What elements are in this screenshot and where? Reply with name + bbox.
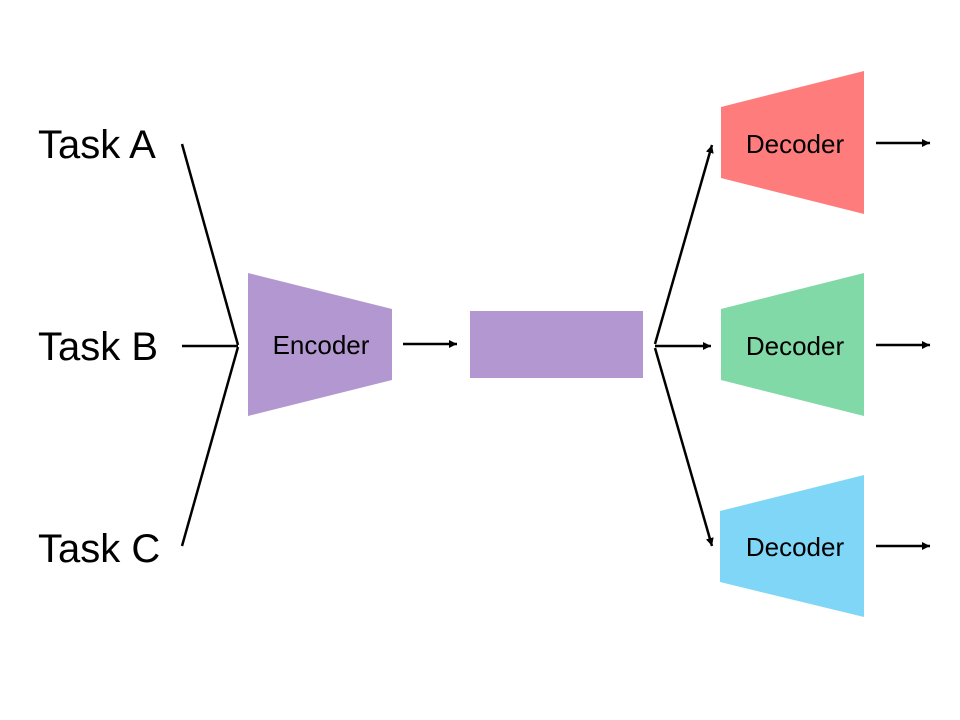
decoder-c-block [720,475,864,617]
decoder-b-block [721,273,864,416]
task-c-connector [180,346,240,547]
decoder-b-label: Decoder [746,331,845,361]
decoder-a-label: Decoder [746,129,845,159]
latent-to-decoder-c-arrow [653,347,714,547]
task-c-label: Task C [38,527,161,571]
encoder-label: Encoder [273,330,370,360]
latent-representation-block [470,311,643,378]
decoder-c-label: Decoder [746,532,845,562]
decoder-a-block [721,71,864,214]
task-b-label: Task B [38,325,159,369]
encoder-block [248,273,392,416]
latent-to-decoder-a-arrow [653,144,714,345]
task-a-connector [180,143,240,346]
task-a-label: Task A [38,123,156,167]
